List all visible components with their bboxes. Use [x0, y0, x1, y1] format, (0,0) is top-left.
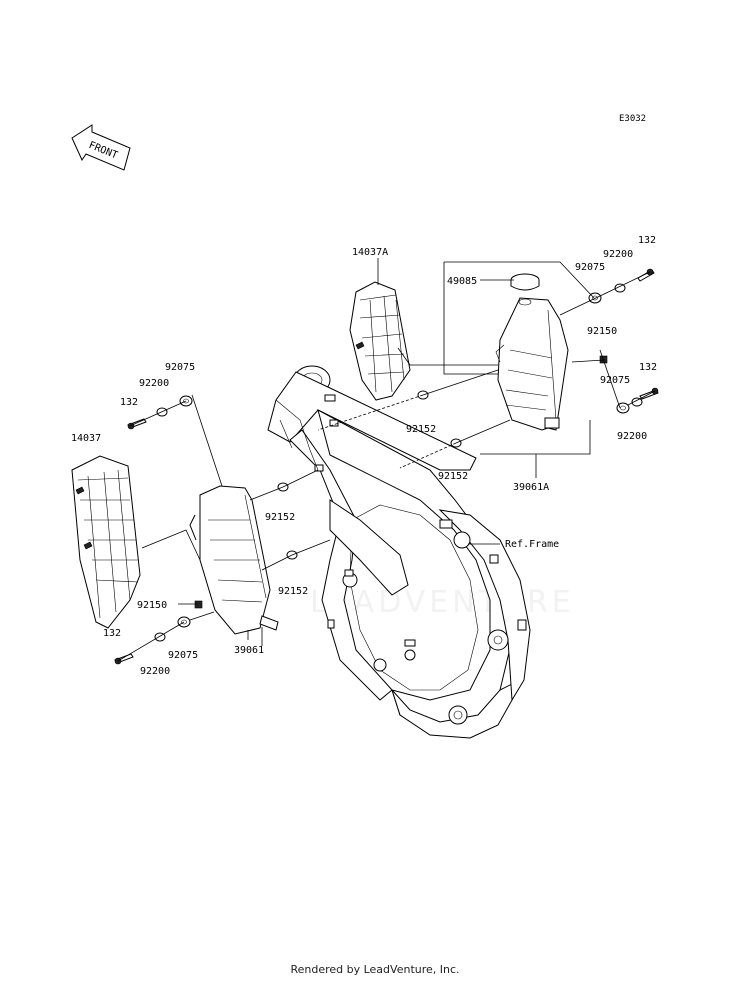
diagram-code: E3032	[619, 114, 646, 124]
footer-credit: Rendered by LeadVenture, Inc.	[290, 963, 460, 976]
label-132-top-right: 132	[638, 235, 656, 246]
front-arrow-icon: FRONT	[71, 124, 131, 171]
label-92152-d: 92152	[278, 586, 308, 597]
watermark: LEADVENTURE	[310, 585, 575, 620]
label-92075-right: 92075	[600, 375, 630, 386]
label-92200-top-right: 92200	[603, 249, 633, 260]
motorcycle-frame	[267, 365, 531, 739]
radiator-shroud-left	[71, 455, 141, 629]
label-132-bottom-left: 132	[103, 628, 121, 639]
ref-frame-label: Ref.Frame	[505, 539, 559, 550]
label-92200-bottom-left: 92200	[140, 666, 170, 677]
label-92075-bottom-left: 92075	[168, 650, 198, 661]
label-92152-a: 92152	[406, 424, 436, 435]
label-92150-right: 92150	[587, 326, 617, 337]
radiator-right	[495, 297, 569, 431]
label-92152-b: 92152	[438, 471, 468, 482]
label-132-right: 132	[639, 362, 657, 373]
label-92075-left: 92075	[165, 362, 195, 373]
leader-lines	[117, 258, 656, 662]
label-92075-top-right: 92075	[575, 262, 605, 273]
label-92200-left: 92200	[139, 378, 169, 389]
label-14037: 14037	[71, 433, 101, 444]
label-92152-c: 92152	[265, 512, 295, 523]
label-92150-left: 92150	[137, 600, 167, 611]
label-14037A: 14037A	[352, 247, 388, 258]
label-39061: 39061	[234, 645, 264, 656]
radiator-left	[189, 485, 279, 635]
radiator-shroud-right	[349, 281, 411, 401]
label-132-left: 132	[120, 397, 138, 408]
label-49085: 49085	[447, 276, 477, 287]
radiator-cap-icon	[510, 273, 540, 306]
label-39061A: 39061A	[513, 482, 549, 493]
label-92200-right: 92200	[617, 431, 647, 442]
